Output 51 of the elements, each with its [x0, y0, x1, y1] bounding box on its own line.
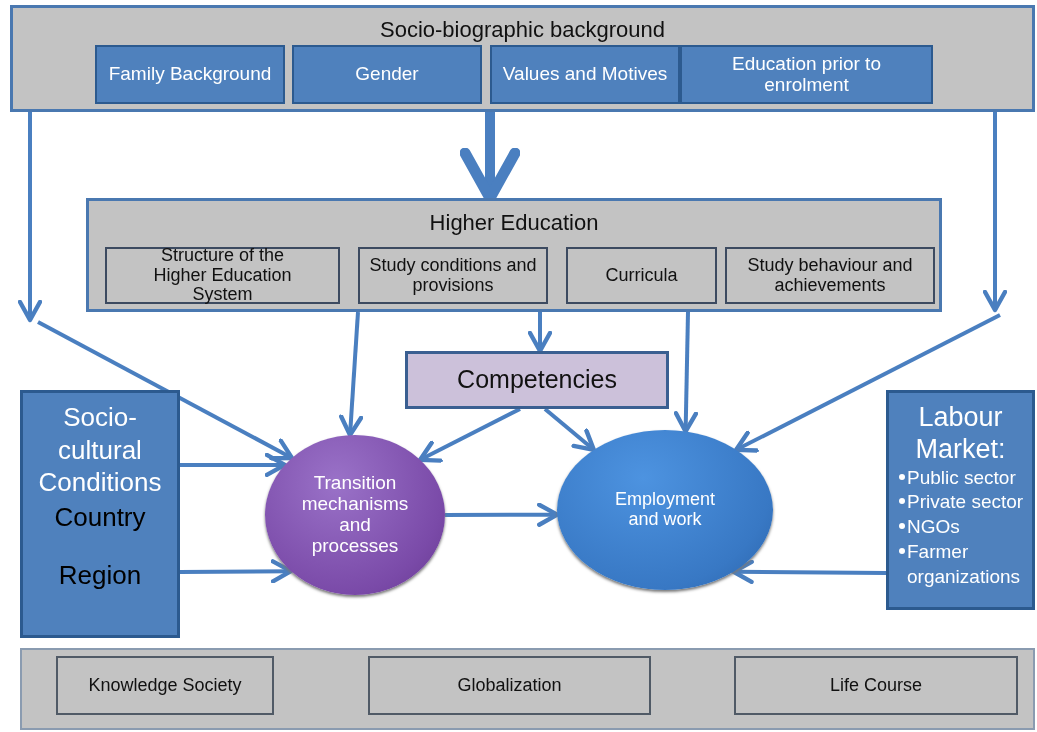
background-panel	[20, 648, 1035, 730]
arrow	[418, 407, 521, 463]
node-text: Employment and work	[613, 490, 716, 530]
arrow	[543, 407, 596, 453]
node-text: Study behaviour and achievements	[746, 255, 914, 296]
node-text: Structure of the Higher Education System	[152, 245, 293, 306]
node-text: Education prior to enrolment	[731, 53, 882, 96]
node-text: Private sector	[907, 490, 1024, 515]
node-text: Curricula	[604, 265, 679, 286]
node-text: Knowledge Society	[87, 675, 243, 696]
node-text: Transition mechanisms and processes	[300, 473, 410, 557]
node-text: Farmer organizations	[907, 539, 1022, 589]
node-text: Socio-biographic background	[379, 18, 666, 43]
node-text: Socio-cultural Conditions	[37, 401, 163, 499]
category-box	[368, 656, 651, 715]
node-text: Country	[53, 500, 147, 533]
arrow	[17, 112, 43, 323]
arrow	[37, 320, 295, 461]
category-box	[95, 45, 285, 104]
arrow	[180, 452, 288, 478]
process-box	[405, 351, 669, 409]
category-box	[734, 656, 1018, 715]
arrow	[982, 112, 1008, 313]
node-text: Family Background	[107, 64, 273, 85]
node-text: Higher Education	[428, 211, 600, 236]
category-box	[490, 45, 680, 104]
node-text: Values and Motives	[501, 64, 669, 85]
node-text: Competencies	[456, 366, 618, 394]
category-box	[105, 247, 340, 304]
group-panel	[10, 5, 1035, 112]
node-text: Gender	[354, 64, 420, 85]
category-box	[358, 247, 548, 304]
node-text: Region	[57, 559, 143, 592]
category-box	[56, 656, 274, 715]
arrow	[180, 559, 294, 584]
category-box	[566, 247, 717, 304]
node-text: Public sector	[907, 465, 1016, 490]
category-box	[886, 390, 1035, 610]
group-panel	[86, 198, 942, 312]
arrow	[734, 313, 1001, 453]
arrow	[339, 311, 364, 438]
arrow	[731, 559, 886, 585]
node-text: NGOs	[907, 515, 960, 540]
category-box	[20, 390, 180, 638]
node-text: Study conditions and provisions	[368, 255, 538, 296]
category-box	[292, 45, 482, 104]
node-text: Globalization	[456, 675, 563, 696]
category-box	[725, 247, 935, 304]
category-box	[680, 45, 933, 104]
node-text: Life Course	[828, 675, 924, 696]
node-text: Labour Market:	[914, 401, 1007, 466]
